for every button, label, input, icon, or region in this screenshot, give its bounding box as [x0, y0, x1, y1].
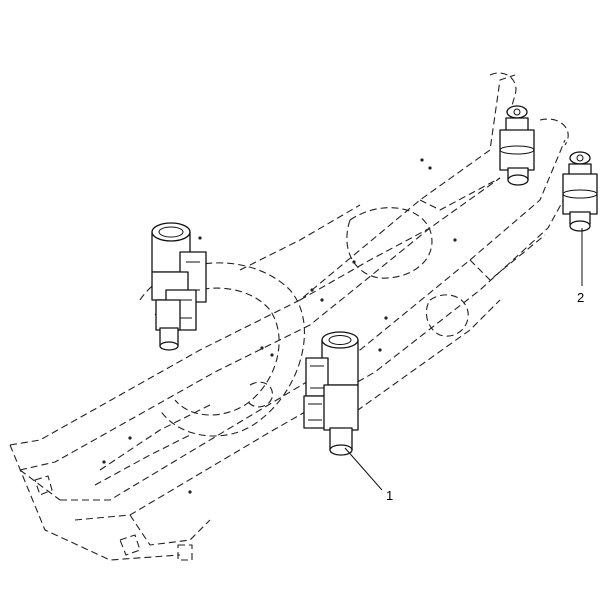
chassis-frame	[9, 72, 581, 561]
callout-2: 2	[577, 228, 584, 305]
fastener-dots	[102, 158, 457, 494]
cylinder-center	[303, 331, 359, 456]
shock-rear-left	[499, 105, 535, 186]
callout-1: 1	[344, 447, 393, 503]
callout-label-2: 2	[577, 290, 584, 305]
cylinder-left	[151, 222, 207, 351]
shock-rear-right	[562, 151, 598, 232]
callout-label-1: 1	[386, 488, 393, 503]
leader-line-1	[344, 447, 383, 491]
